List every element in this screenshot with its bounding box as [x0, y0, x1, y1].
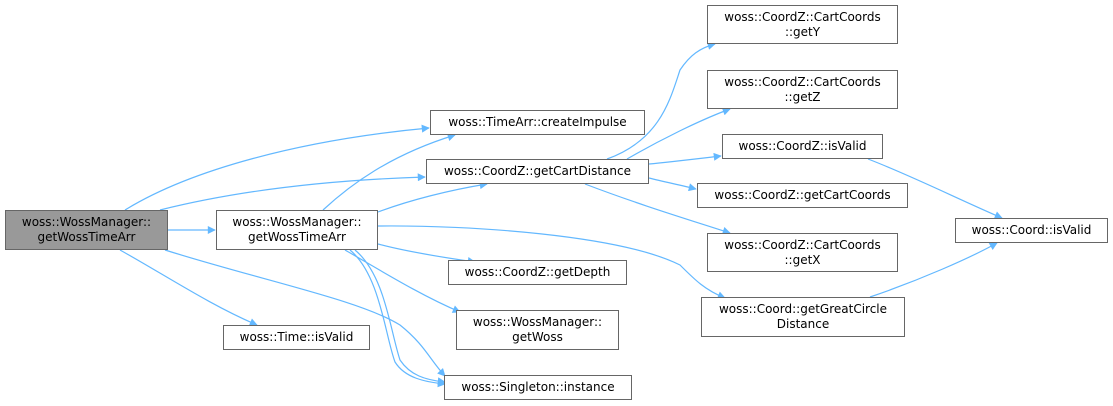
node-label-line: getWossTimeArr: [248, 230, 346, 244]
node-singleton-instance[interactable]: woss::Singleton::instance: [444, 375, 632, 400]
edge-coordz-isValid-to-coord-isValid: [867, 158, 1003, 219]
node-label-line: woss::WossManager::: [472, 315, 603, 329]
edge-wm-getWossTimeArr-to-singleton-instance: [354, 249, 446, 386]
edge-root-to-singleton-instance: [164, 249, 446, 377]
node-label-line: woss::Coord::isValid: [971, 223, 1092, 237]
edge-coordz-getCartDistance-to-coordz-getCartCoords: [648, 177, 697, 192]
node-label-line: woss::CoordZ::getCartDistance: [443, 164, 631, 178]
node-label-line: woss::TimeArr::createImpulse: [448, 115, 627, 129]
edge-root-to-coordz-getCartDistance: [159, 173, 426, 211]
edge-root-to-timearr-createImpulse: [124, 124, 430, 211]
edge-wm-getWossTimeArr-to-timearr-createImpulse: [322, 133, 456, 211]
node-label-line: ::getZ: [784, 89, 821, 104]
node-cart-getZ[interactable]: woss::CoordZ::CartCoords::getZ: [707, 70, 898, 109]
node-wm-getWoss[interactable]: woss::WossManager::getWoss: [456, 310, 619, 350]
node-label-line: woss::Coord::getGreatCircle: [718, 302, 888, 316]
node-label-line: woss::CoordZ::CartCoords: [724, 74, 881, 89]
node-cart-getY[interactable]: woss::CoordZ::CartCoords::getY: [707, 5, 898, 44]
node-label-line: woss::CoordZ::getDepth: [464, 265, 611, 279]
edge-coord-getGreatCircleDistance-to-coord-isValid: [869, 242, 998, 298]
node-coordz-getCartCoords[interactable]: woss::CoordZ::getCartCoords: [697, 183, 908, 208]
edge-wm-getWossTimeArr-to-coord-getGreatCircleDistance: [377, 225, 726, 300]
edge-wm-getWossTimeArr-to-wm-getWoss: [344, 249, 461, 313]
node-label-line: woss::CoordZ::getCartCoords: [714, 188, 891, 202]
edge-coordz-getCartDistance-to-coordz-isValid: [648, 152, 722, 165]
node-label-line: ::getY: [784, 24, 821, 39]
node-label-line: woss::Time::isValid: [239, 330, 354, 344]
node-label-line: getWoss: [512, 330, 563, 344]
node-label-line: woss::CoordZ::isValid: [738, 139, 867, 153]
edge-coordz-getCartDistance-to-cart-getZ: [626, 107, 731, 160]
node-label-line: ::getX: [784, 252, 821, 267]
node-time-isValid[interactable]: woss::Time::isValid: [223, 325, 370, 350]
node-coordz-getCartDistance[interactable]: woss::CoordZ::getCartDistance: [426, 159, 649, 184]
node-label-line: woss::CoordZ::CartCoords: [724, 237, 881, 252]
node-label-line: woss::WossManager::: [232, 215, 362, 229]
node-coordz-isValid[interactable]: woss::CoordZ::isValid: [722, 134, 883, 159]
node-label-line: woss::WossManager::: [21, 215, 152, 229]
edge-coordz-getCartDistance-to-cart-getX: [584, 183, 731, 235]
edge-wm-getWossTimeArr-to-coordz-getCartDistance: [377, 181, 488, 213]
edge-root-to-time-isValid: [119, 249, 258, 326]
node-coordz-getDepth[interactable]: woss::CoordZ::getDepth: [448, 260, 627, 285]
edge-wm-getWossTimeArr-to-singleton-instance-b: [349, 249, 446, 388]
node-timearr-createImpulse[interactable]: woss::TimeArr::createImpulse: [430, 110, 645, 135]
node-coord-isValid[interactable]: woss::Coord::isValid: [955, 218, 1108, 243]
node-cart-getX[interactable]: woss::CoordZ::CartCoords::getX: [707, 233, 898, 272]
node-root: woss::WossManager::getWossTimeArr: [5, 210, 168, 250]
node-label-line: getWossTimeArr: [37, 230, 136, 244]
node-wm-getWossTimeArr[interactable]: woss::WossManager::getWossTimeArr: [216, 210, 378, 250]
node-label-line: Distance: [776, 317, 830, 331]
node-label-line: woss::CoordZ::CartCoords: [724, 9, 881, 24]
node-label-line: woss::Singleton::instance: [461, 380, 615, 394]
edge-coordz-getCartDistance-to-cart-getY: [606, 41, 716, 160]
